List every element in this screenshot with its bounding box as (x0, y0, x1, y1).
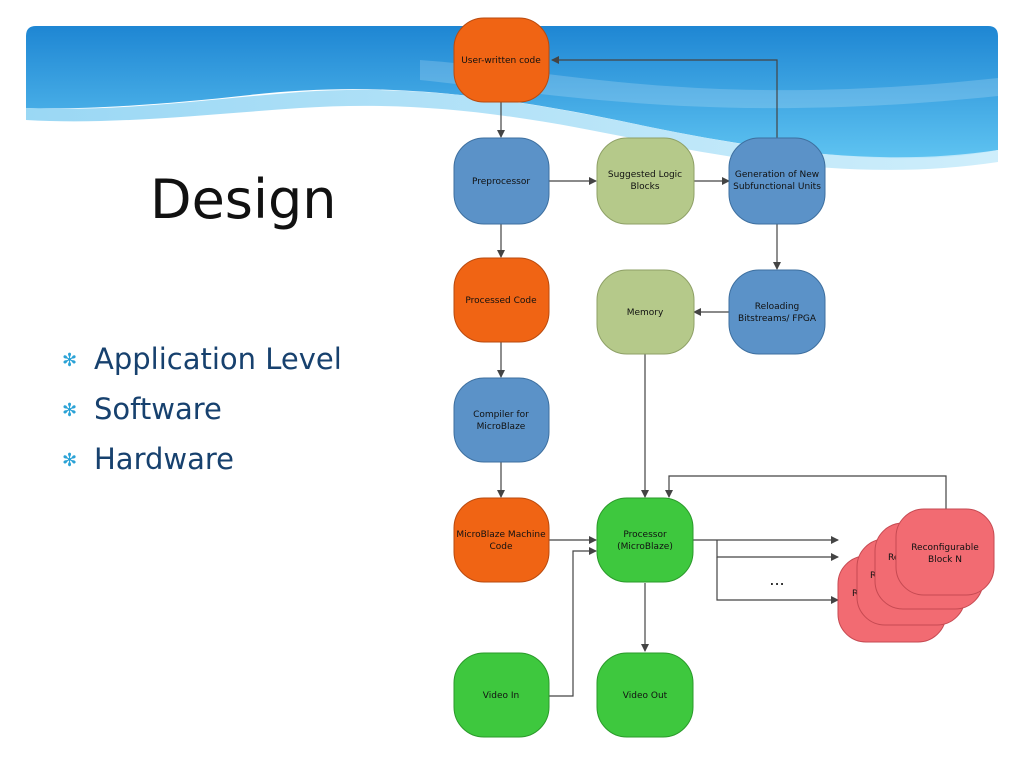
asterisk-bullet-icon: ✻ (62, 450, 78, 471)
arrow-processor-to-block2 (716, 540, 839, 561)
suggested-logic-label-1: Suggested Logic (608, 170, 682, 180)
asterisk-bullet-icon: ✻ (62, 350, 78, 371)
bullet-item: ✻ Application Level (62, 340, 342, 390)
node-compiler: Compiler for MicroBlaze (453, 377, 550, 463)
machine-code-label-1: MicroBlaze Machine (456, 530, 546, 540)
suggested-logic-label-2: Blocks (630, 182, 659, 192)
node-user-code: User-written code (453, 17, 550, 103)
bullet-list: ✻ Application Level ✻ Software ✻ Hardware (62, 340, 342, 490)
node-preprocessor: Preprocessor (453, 137, 550, 225)
video-out-label: Video Out (623, 691, 668, 701)
reconfigurable-blocks-stack: R R Re Reconfigurable Block N (837, 508, 995, 643)
bullet-item: ✻ Software (62, 390, 342, 440)
reconfig-fragment-3: Re (888, 553, 900, 563)
user-code-label: User-written code (461, 56, 541, 66)
connectors (497, 56, 947, 697)
generation-label-1: Generation of New (735, 170, 819, 180)
reconfig-n-label-2: Block N (928, 555, 962, 565)
node-video-out: Video Out (596, 652, 694, 738)
reconfig-fragment-2: R (870, 571, 876, 581)
generation-label-2: Subfunctional Units (733, 182, 821, 192)
bullet-text: Application Level (94, 342, 342, 376)
machine-code-label-2: Code (489, 542, 513, 552)
slide-title: Design (150, 168, 337, 231)
node-generation: Generation of New Subfunctional Units (728, 137, 826, 225)
compiler-label-2: MicroBlaze (477, 422, 526, 432)
node-reloading: Reloading Bitstreams/ FPGA (728, 269, 826, 355)
preprocessor-label: Preprocessor (472, 177, 530, 187)
arrow-processor-to-blockn (716, 557, 839, 604)
node-memory: Memory (596, 269, 695, 355)
ellipsis-label: ... (769, 570, 784, 589)
arrow-blockn-to-processor (665, 475, 947, 510)
processed-code-label: Processed Code (465, 296, 537, 306)
compiler-label-1: Compiler for (473, 410, 529, 420)
bullet-text: Hardware (94, 442, 235, 476)
reconfig-fragment-1: R (852, 589, 858, 599)
arrow-videoin-to-processor (549, 547, 597, 697)
asterisk-bullet-icon: ✻ (62, 400, 78, 421)
bullet-text: Software (94, 392, 222, 426)
node-reconfig-block-n (895, 508, 995, 596)
node-video-in: Video In (453, 652, 550, 738)
memory-label: Memory (627, 308, 664, 318)
arrow-generation-to-user (551, 56, 778, 138)
video-in-label: Video In (483, 691, 519, 701)
reloading-label-1: Reloading (755, 302, 800, 312)
processor-label-2: (MicroBlaze) (617, 542, 673, 552)
processor-label-1: Processor (623, 530, 667, 540)
node-machine-code: MicroBlaze Machine Code (453, 497, 550, 583)
bullet-item: ✻ Hardware (62, 440, 342, 490)
node-processor: Processor (MicroBlaze) (596, 497, 694, 583)
node-processed-code: Processed Code (453, 257, 550, 343)
reconfig-n-label-1: Reconfigurable (911, 543, 979, 553)
node-suggested-logic: Suggested Logic Blocks (596, 137, 695, 225)
reloading-label-2: Bitstreams/ FPGA (738, 314, 817, 324)
